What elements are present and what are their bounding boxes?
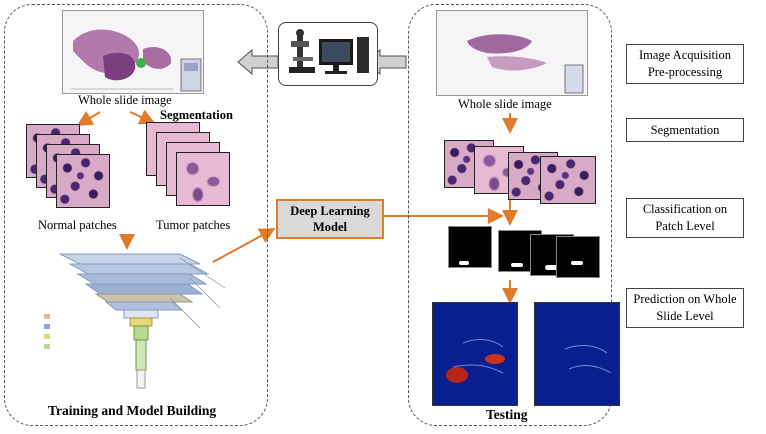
network-architecture-image [44, 253, 226, 389]
training-wsi-label: Whole slide image [78, 93, 172, 107]
tumor-patches-label: Tumor patches [156, 218, 231, 232]
arrow-to-normal [76, 110, 101, 127]
deep-learning-model-box: Deep Learning Model [276, 199, 384, 239]
step-classification: Classification on Patch Level [626, 198, 744, 238]
testing-panel-title: Testing [486, 407, 528, 422]
tumor-heatmap [432, 302, 518, 406]
acquisition-station [278, 22, 378, 86]
segmentation-mask [448, 226, 492, 268]
test-patch [540, 156, 596, 204]
microscope-icon [289, 29, 315, 73]
step-image-acquisition: Image Acquisition Pre-processing [626, 44, 744, 84]
arrow-to-model [212, 228, 276, 263]
normal-heatmap [534, 302, 620, 406]
tumor-patch [176, 152, 230, 206]
computer-icon [319, 37, 369, 74]
normal-patches-label: Normal patches [38, 218, 117, 232]
step-segmentation: Segmentation [626, 118, 744, 142]
testing-panel [408, 4, 612, 426]
testing-wsi-image [436, 10, 588, 96]
testing-wsi-label: Whole slide image [458, 97, 552, 111]
training-wsi-image [62, 10, 204, 94]
segmentation-label: Segmentation [160, 108, 233, 122]
step-prediction: Prediction on Whole Slide Level [626, 288, 744, 328]
normal-patch [56, 154, 110, 208]
training-panel [4, 4, 268, 426]
training-panel-title: Training and Model Building [48, 403, 217, 418]
arrow-to-tumor [129, 109, 156, 125]
segmentation-mask [556, 236, 600, 278]
